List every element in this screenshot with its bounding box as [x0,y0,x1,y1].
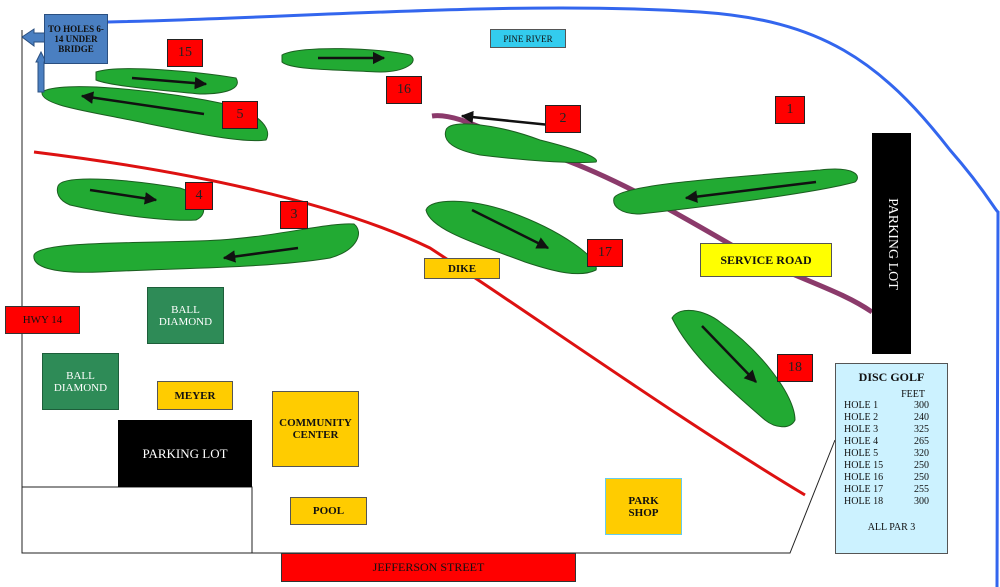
fairway-17 [425,200,597,275]
hole-5-marker: 5 [222,101,258,129]
legend-feet: 300 [914,400,929,411]
legend-hole: HOLE 1 [844,400,879,411]
arrow-hole-15 [131,76,208,90]
legend-feet: 240 [914,412,929,423]
legend-row: HOLE 17 255 [844,484,939,496]
pool-label: POOL [290,497,367,525]
dike-label: DIKE [424,258,500,279]
pine-river-label: PINE RIVER [490,29,566,48]
hole-3-marker: 3 [280,201,308,229]
legend-row: HOLE 16 250 [844,472,939,484]
disc-golf-legend: DISC GOLF FEET HOLE 1 300 HOLE 2 240 HOLE … [835,363,948,554]
hole-2-marker: 2 [545,105,581,133]
legend-hole: HOLE 4 [844,436,879,447]
legend-title: DISC GOLF [858,370,925,384]
fairway-5 [41,86,268,142]
parking-lot-west: PARKING LOT [118,420,252,487]
hole-16-marker: 16 [386,76,422,104]
legend-row: HOLE 4 265 [844,436,939,448]
legend-hole: HOLE 16 [844,472,884,483]
jefferson-street-label: JEFFERSON STREET [281,553,576,582]
directions-note: TO HOLES 6-14 UNDER BRIDGE [44,14,108,64]
park-shop-label: PARK SHOP [605,478,682,535]
arrow-hole-4 [89,188,158,205]
legend-feet: 325 [914,424,929,435]
hole-1-marker: 1 [775,96,805,124]
hole-15-marker: 15 [167,39,203,67]
legend-row: HOLE 1 300 [844,400,939,412]
fairway-16 [281,48,414,73]
arrow-hole-2 [460,110,551,127]
ball-diamond-1: BALL DIAMOND [147,287,224,344]
legend-footer: ALL PAR 3 [867,522,916,533]
legend-feet: 265 [914,436,929,447]
legend-feet: 255 [914,484,929,495]
legend-row: HOLE 3 325 [844,424,939,436]
legend-feet: 320 [914,448,929,459]
legend-row: HOLE 5 320 [844,448,939,460]
legend-row: HOLE 2 240 [844,412,939,424]
hole-18-marker: 18 [777,354,813,382]
legend-hole: HOLE 3 [844,424,879,435]
parking-lot-outline [22,486,253,553]
parking-lot-east: PARKING LOT [872,133,911,354]
legend-hole: HOLE 15 [844,460,884,471]
community-center-label: COMMUNITY CENTER [272,391,359,467]
hole-4-marker: 4 [185,182,213,210]
dike-line [33,150,806,497]
arrow-hole-3 [222,246,299,263]
fairway-3 [33,223,359,273]
legend-feet: 250 [914,472,929,483]
ball-diamond-2: BALL DIAMOND [42,353,119,410]
direction-arrow-icon [21,28,47,93]
arrow-hole-1 [684,180,817,203]
fairway-2 [444,123,597,164]
hole-17-marker: 17 [587,239,623,267]
pine-river [107,6,1000,587]
legend-feet: 250 [914,460,929,471]
legend-hole: HOLE 17 [844,484,884,495]
parking-lot-east-label: PARKING LOT [884,197,900,290]
arrow-hole-5 [80,91,205,116]
fairway-18 [671,309,796,428]
arrow-hole-18 [701,325,757,383]
legend-hole: HOLE 5 [844,448,879,459]
arrow-hole-17 [471,208,550,250]
legend-hole: HOLE 18 [844,496,884,507]
meyer-label: MEYER [157,381,233,410]
service-road-label: SERVICE ROAD [700,243,832,277]
hwy-14-label: HWY 14 [5,306,80,334]
legend-row: HOLE 15 250 [844,460,939,472]
legend-feet-header: FEET [901,389,925,400]
legend-row: HOLE 18 300 [844,496,939,508]
fairway-4 [56,178,205,221]
legend-hole: HOLE 2 [844,412,879,423]
legend-feet: 300 [914,496,929,507]
